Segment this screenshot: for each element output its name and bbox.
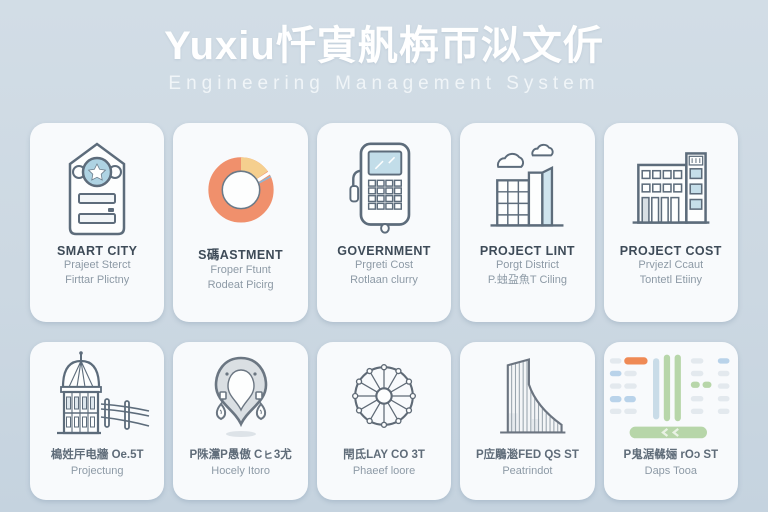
card-project-cost[interactable]: PROJECT COST Prvjezl Ccaut Tontetl Etiin… [603,123,739,322]
card-subtitle-line1: Porgt District [495,259,559,271]
donut-chart-icon [193,135,289,241]
card-subtitle-line1: Froper Ftunt [210,264,271,276]
card-subtitle-line1: Prajeet Sterct [63,259,131,271]
page-title: Yuxiu忏寊舤栴帀泤文伒 [164,24,604,68]
card-subtitle-line1: 閇氐LAY CO 3T [343,449,425,461]
skyscraper-icon [479,346,575,446]
card-subtitle-line2: Rotlaan clurry [350,274,418,287]
card-sastment[interactable]: S碼ASTMENT Froper Ftunt Rodeat Picirg [173,123,308,322]
card-smart-city[interactable]: SMART CITY Prajeet Sterct Firttar Plictn… [30,123,165,322]
card-grid-bottom: 槝姓厈电牆 Oe.5T Projectung [0,342,768,500]
card-subtitle-line2: Hocely Itoro [211,464,270,477]
map-pin-icon [191,346,291,446]
buildings-clouds-icon [479,135,575,241]
card-dashboard[interactable]: P鬼涺㣈㛤 rOɔ ST Daps Tooa [603,342,739,500]
card-title: PROJECT LINT [479,244,575,258]
card-location[interactable]: P陎灙P愚傲 Cㇶ3尤 Hocely Itoro [173,342,308,500]
card-subtitle-line2: Firttar Plictny [65,274,130,287]
calculator-icon [336,135,432,241]
card-wheel[interactable]: 閇氐LAY CO 3T Phaeef loore [316,342,452,500]
card-subtitle-line1: P陎灙P愚傲 Cㇶ3尤 [189,449,292,461]
card-title: PROJECT COST [619,244,722,258]
page-subtitle: Engineering Management System [168,73,600,94]
card-subtitle-line1: 槝姓厈电牆 Oe.5T [50,449,144,461]
card-subtitle-line2: Tontetl Etiiny [639,274,703,287]
card-subtitle-line1: P鬼涺㣈㛤 rOɔ ST [623,449,719,461]
card-title: S碼ASTMENT [198,248,284,262]
card-grid-top: SMART CITY Prajeet Sterct Firttar Plictn… [0,123,768,322]
card-subtitle-line1: P㡴鵰㴴FED QS ST [475,449,579,461]
card-subtitle-line2: Phaeef loore [352,464,416,477]
dome-building-icon [41,346,153,446]
card-subtitle-line1: Prgreti Cost [354,259,414,271]
header: Yuxiu忏寊舤栴帀泤文伒 Engineering Management Sys… [0,0,768,95]
card-tower[interactable]: P㡴鵰㴴FED QS ST Peatrindot [460,342,595,500]
card-project-lint[interactable]: PROJECT LINT Porgt District P.䖵盁魚T Cilin… [460,123,595,322]
card-dome-building[interactable]: 槝姓厈电牆 Oe.5T Projectung [30,342,165,500]
card-subtitle-line1: Prvjezl Ccaut [638,259,704,271]
card-title: GOVERNMENT [337,244,431,258]
office-building-icon [623,135,719,241]
card-subtitle-line2: Projectung [70,464,124,477]
card-subtitle-line2: Daps Tooa [644,464,698,477]
badge-shield-icon [53,135,141,241]
card-subtitle-line2: P.䖵盁魚T Ciling [487,274,567,287]
card-subtitle-line2: Rodeat Picirg [207,279,274,292]
card-subtitle-line2: Peatrindot [502,464,553,477]
ferris-wheel-icon [336,346,432,446]
dashboard-chart-icon [608,346,734,446]
card-government[interactable]: GOVERNMENT Prgreti Cost Rotlaan clurry [316,123,452,322]
card-title: SMART CITY [57,244,138,258]
